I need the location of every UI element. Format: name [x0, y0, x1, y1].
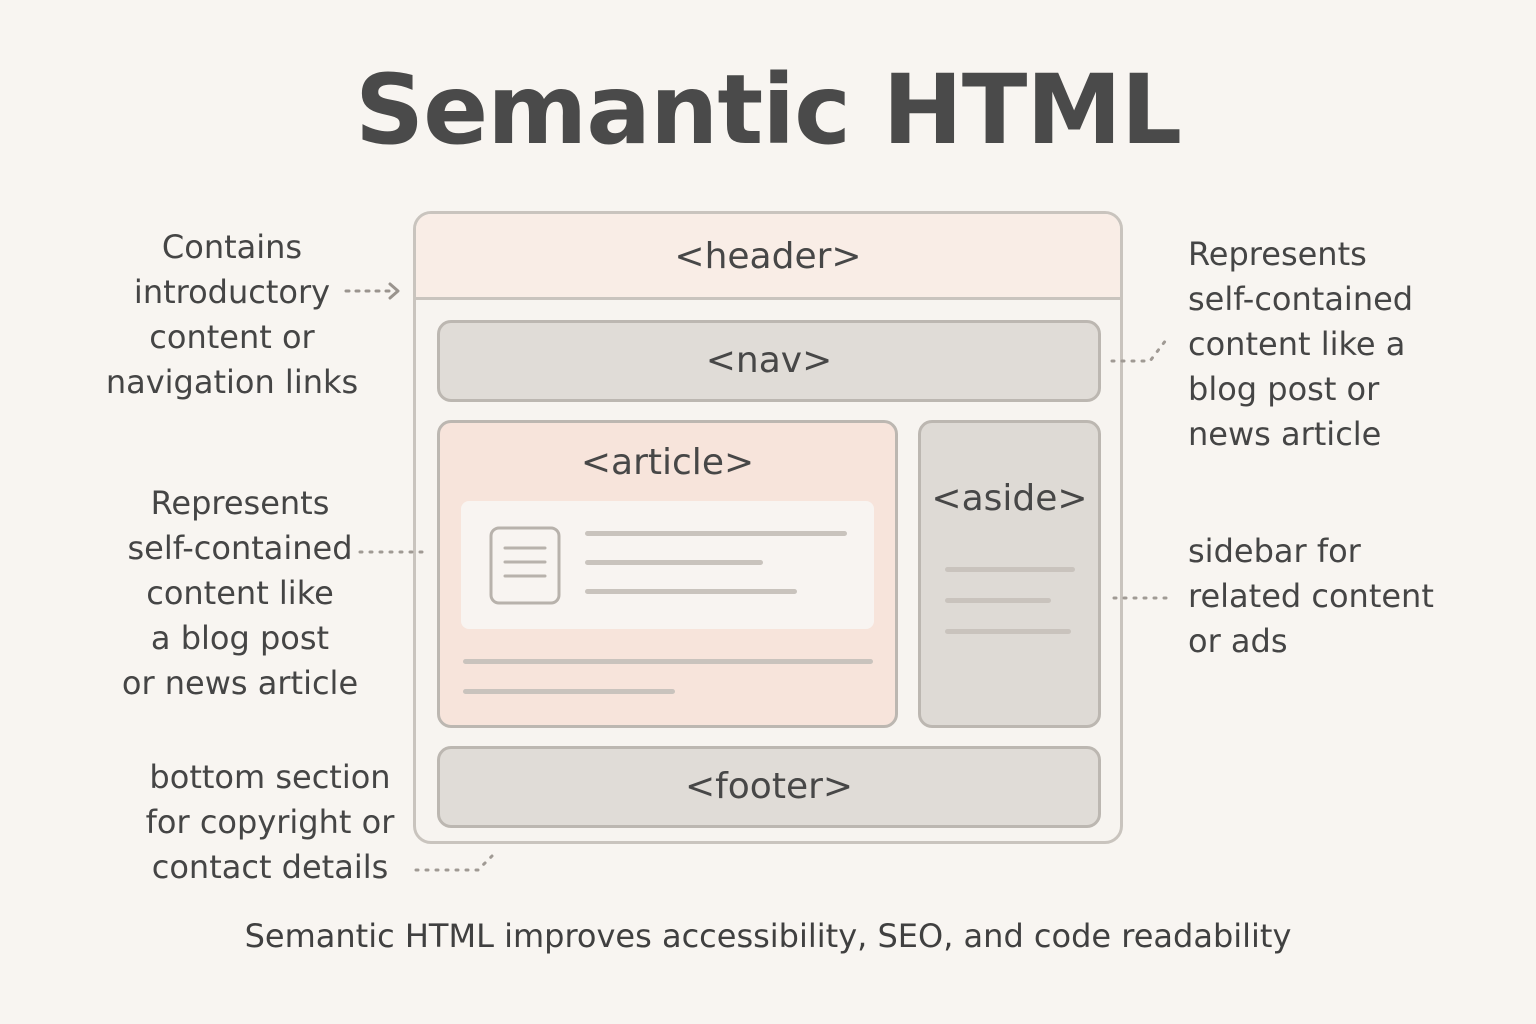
aside-region: <aside> [918, 420, 1101, 728]
annotation-line: Contains [161, 228, 303, 266]
footer-region: <footer> [437, 746, 1101, 828]
text-line-placeholder [463, 689, 675, 694]
text-line-placeholder [585, 560, 763, 565]
header-region: <header> [416, 214, 1120, 300]
annotation-line: related content [1188, 577, 1434, 615]
annotation-line: Represents [1188, 235, 1367, 273]
annotation-line: blog post or [1188, 370, 1380, 408]
nav-connector [1110, 338, 1168, 363]
footer-connector [414, 854, 494, 872]
annotation-line: content like a [1188, 325, 1406, 363]
aside-label: <aside> [931, 478, 1088, 519]
annotation-line: news article [1188, 415, 1382, 453]
nav-label: <nav> [705, 340, 833, 381]
nav-region: <nav> [437, 320, 1101, 402]
annotation-line: contact details [151, 848, 389, 886]
annotation-line: sidebar for [1188, 532, 1361, 570]
summary-caption: Semantic HTML improves accessibility, SE… [244, 917, 1292, 955]
text-line-placeholder [945, 629, 1071, 634]
page-title: Semantic HTML [354, 54, 1182, 166]
text-line-placeholder [585, 589, 797, 594]
nav-annotation: Represents self-contained content like a… [1188, 232, 1508, 457]
footer-annotation: bottom section for copyright or contact … [110, 755, 430, 890]
document-icon [489, 526, 561, 605]
aside-connector [1112, 596, 1172, 600]
article-label: <article> [580, 442, 755, 483]
header-label: <header> [674, 236, 862, 277]
text-line-placeholder [585, 531, 847, 536]
text-line-placeholder [945, 567, 1075, 572]
page-layout-diagram: <header> <nav> <article> <aside> <footer… [413, 211, 1123, 844]
header-annotation: Contains introductory content or navigat… [72, 225, 392, 405]
header-connector-arrow [344, 282, 400, 300]
annotation-line: content like [146, 574, 334, 612]
annotation-line: self-contained [127, 529, 353, 567]
text-line-placeholder [463, 659, 873, 664]
annotation-line: a blog post [150, 619, 330, 657]
annotation-line: or news article [121, 664, 359, 702]
annotation-line: for copyright or [145, 803, 395, 841]
text-line-placeholder [945, 598, 1051, 603]
article-annotation: Represents self-contained content like a… [80, 481, 400, 706]
annotation-line: or ads [1188, 622, 1288, 660]
annotation-line: Represents [150, 484, 330, 522]
article-connector [358, 550, 428, 554]
annotation-line: navigation links [105, 363, 359, 401]
article-region: <article> [437, 420, 898, 728]
annotation-line: bottom section [149, 758, 391, 796]
aside-annotation: sidebar for related content or ads [1188, 529, 1508, 664]
article-content-card [461, 501, 874, 629]
annotation-line: content or [149, 318, 315, 356]
footer-label: <footer> [684, 766, 854, 807]
annotation-line: introductory [133, 273, 331, 311]
annotation-line: self-contained [1188, 280, 1414, 318]
